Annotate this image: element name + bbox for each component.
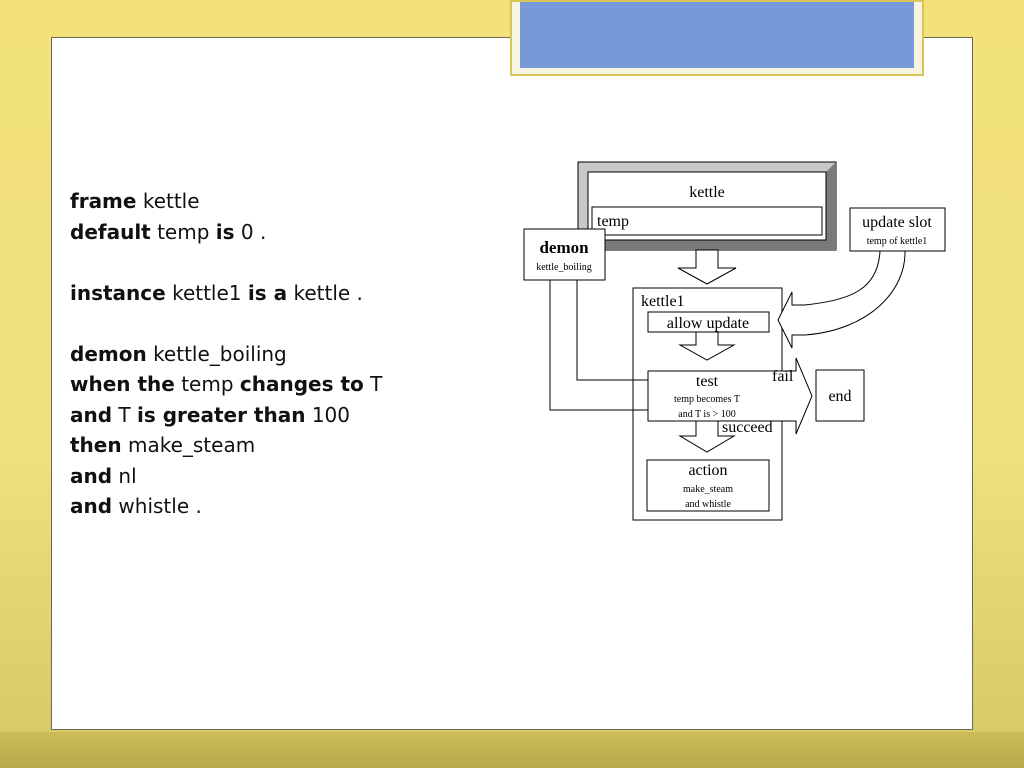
- identifier: T: [118, 402, 131, 427]
- test-box: test temp becomes T and T is > 100: [647, 357, 813, 435]
- test-subtitle-2: and T is > 100: [678, 409, 736, 420]
- keyword: frame: [70, 189, 137, 213]
- update-slot-rect: [849, 207, 946, 252]
- code-listing: frame kettle default temp is 0 . instanc…: [70, 186, 450, 522]
- keyword: instance: [70, 280, 166, 305]
- code-line-demon: demon kettle_boiling: [70, 339, 450, 370]
- action-box: action make_steam and whistle: [646, 459, 770, 512]
- code-line-and-nl: and nl: [70, 461, 450, 492]
- action-rect: [646, 459, 770, 512]
- identifier: temp: [157, 219, 210, 244]
- kettle1-title: kettle1: [641, 293, 685, 310]
- identifier: T: [370, 372, 383, 396]
- keyword: and: [70, 402, 113, 427]
- title-bar: [520, 2, 914, 68]
- identifier: kettle_boiling: [153, 341, 287, 366]
- identifier: 100: [311, 402, 350, 427]
- bottom-strip: [0, 732, 1024, 768]
- demon-box: demon kettle_boiling: [523, 228, 606, 281]
- identifier: kettle1: [172, 280, 242, 305]
- keyword: then: [70, 433, 122, 457]
- end-label: end: [828, 388, 851, 405]
- keyword: changes to: [239, 372, 364, 396]
- end-rect: [815, 369, 865, 422]
- title-tab: [510, 0, 924, 76]
- temp-slot-label: temp: [597, 213, 629, 230]
- identifier: 0 .: [240, 219, 267, 244]
- keyword: when the: [70, 372, 175, 396]
- code-line-when: when the temp changes to T: [70, 369, 450, 400]
- code-line-default: default temp is 0 .: [70, 217, 450, 248]
- test-title: test: [696, 373, 719, 390]
- update-curved-arrow: [777, 250, 906, 349]
- code-line-then: then make_steam: [70, 430, 450, 461]
- test-to-action-arrow: [678, 420, 736, 453]
- update-slot-title: update slot: [862, 214, 932, 231]
- demon-title: demon: [539, 238, 589, 257]
- identifier: nl: [118, 463, 137, 488]
- code-line-instance: instance kettle1 is a kettle .: [70, 278, 450, 309]
- keyword: and: [70, 494, 113, 518]
- kettle-frame-box: kettle temp: [577, 161, 837, 251]
- action-subtitle-2: and whistle: [685, 499, 731, 510]
- identifier: whistle .: [118, 494, 202, 518]
- test-arrow-shape: [647, 357, 813, 435]
- demon-subtitle: kettle_boiling: [536, 262, 592, 273]
- succeed-label: succeed: [722, 419, 773, 436]
- keyword: demon: [70, 341, 147, 366]
- end-box: end: [815, 369, 865, 422]
- keyword: is a: [247, 280, 288, 305]
- update-slot-box: update slot temp of kettle1: [849, 207, 946, 252]
- action-subtitle-1: make_steam: [683, 484, 733, 495]
- demon-rect: [523, 228, 606, 281]
- kettle-title: kettle: [689, 184, 725, 201]
- identifier: make_steam: [127, 433, 256, 457]
- keyword: is: [215, 219, 235, 244]
- identifier: temp: [181, 372, 234, 396]
- action-title: action: [688, 462, 727, 479]
- keyword: is greater than: [137, 402, 306, 427]
- code-line-and-whistle: and whistle .: [70, 491, 450, 522]
- update-slot-subtitle: temp of kettle1: [867, 236, 928, 247]
- code-line-and-gt: and T is greater than 100: [70, 400, 450, 431]
- allow-to-test-arrow: [678, 331, 736, 361]
- inherit-arrow: [677, 249, 737, 285]
- identifier: kettle .: [293, 280, 363, 305]
- keyword: default: [70, 219, 151, 244]
- fail-label: fail: [772, 368, 794, 385]
- keyword: and: [70, 463, 113, 488]
- allow-update-label: allow update: [667, 315, 749, 332]
- demon-line-left: [549, 280, 648, 411]
- identifier: kettle: [142, 189, 200, 213]
- demon-line-right: [576, 280, 648, 381]
- temp-slot-box: [591, 206, 823, 236]
- test-subtitle-1: temp becomes T: [674, 394, 740, 405]
- code-line-frame: frame kettle: [70, 186, 450, 217]
